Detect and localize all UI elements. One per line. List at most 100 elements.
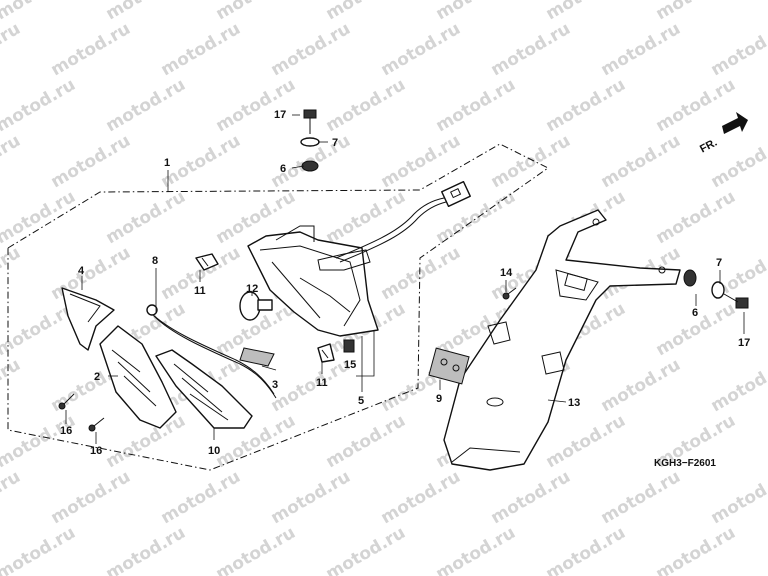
callout-15: 15 xyxy=(344,359,356,371)
watermark-text: motod.ru xyxy=(158,131,244,192)
left-side-cover-detail xyxy=(111,349,157,407)
watermark-text: motod.ru xyxy=(268,355,354,416)
callout-labels: 1 2 3 4 5 6 6 7 7 8 9 10 11 11 12 13 14 … xyxy=(60,109,750,457)
bolt-14 xyxy=(502,287,517,300)
callout-4: 4 xyxy=(78,265,85,277)
watermark-text: motod.ru xyxy=(598,131,684,192)
callout-16-upper: 16 xyxy=(60,425,72,437)
watermark-text: motod.ru xyxy=(0,75,79,136)
wire-harness xyxy=(335,180,471,263)
top-bolt-stack xyxy=(300,109,320,172)
callout-6-top: 6 xyxy=(280,163,286,175)
watermark-text: motod.ru xyxy=(378,19,464,80)
callout-16-lower: 16 xyxy=(90,445,102,457)
callout-5: 5 xyxy=(358,395,364,407)
watermark-text: motod.ru xyxy=(653,0,739,24)
watermark-text: motod.ru xyxy=(158,467,244,528)
callout-14: 14 xyxy=(500,267,513,279)
watermark-text: motod.ru xyxy=(268,19,354,80)
watermark-text: motod.ru xyxy=(543,75,629,136)
watermark-text: motod.ru xyxy=(0,523,79,576)
callout-leaders xyxy=(65,114,745,444)
watermark-text: motod.ru xyxy=(213,0,299,24)
watermark-text: motod.ru xyxy=(433,0,519,24)
watermark-text: motod.ru xyxy=(0,187,79,248)
watermark-text: motod.ru xyxy=(488,467,574,528)
diagram-code: KGH3−F2601 xyxy=(654,458,716,469)
callout-2: 2 xyxy=(94,371,100,383)
turn-signal-lens-detail xyxy=(69,293,101,323)
screw-16-upper xyxy=(58,393,75,410)
bulb-socket-wire-2 xyxy=(153,315,277,399)
watermark-text: motod.ru xyxy=(598,19,684,80)
watermark-text: motod.ru xyxy=(378,243,464,304)
watermark-text: motod.ru xyxy=(378,467,464,528)
watermark-text: motod.ru xyxy=(0,131,24,192)
callout-7-right: 7 xyxy=(716,257,722,269)
watermark-text: motod.ru xyxy=(0,19,24,80)
watermark-text: motod.ru xyxy=(0,467,24,528)
watermark-text: motod.ru xyxy=(598,355,684,416)
rear-fender-part xyxy=(443,209,681,471)
left-side-cover-part xyxy=(99,325,177,429)
callout-11-upper: 11 xyxy=(194,285,206,297)
watermark-text: motod.ru xyxy=(48,131,134,192)
watermark-text: motod.ru xyxy=(488,131,574,192)
front-direction-arrow: FR. xyxy=(698,112,748,156)
reflector-part xyxy=(239,347,275,367)
watermark-text: motod.ru xyxy=(48,467,134,528)
watermark-text: motod.ru xyxy=(213,523,299,576)
right-bolt-stack xyxy=(683,269,749,309)
watermark-text: motod.ru xyxy=(323,75,409,136)
watermark-text: motod.ru xyxy=(323,0,409,24)
watermark-text: motod.ru xyxy=(323,523,409,576)
callout-6-right: 6 xyxy=(692,307,698,319)
bulb-socket-part xyxy=(146,304,158,316)
watermark-text: motod.ru xyxy=(598,467,684,528)
screw-16-lower xyxy=(88,417,105,432)
watermark-text: motod.ru xyxy=(103,187,189,248)
turn-signal-lens-part xyxy=(61,287,115,351)
watermark-text: motod.ru xyxy=(158,19,244,80)
watermark-text: motod.ru xyxy=(653,523,739,576)
front-direction-label: FR. xyxy=(698,137,719,156)
watermark-text: motod.ru xyxy=(708,467,768,528)
watermark-text: motod.ru xyxy=(0,243,24,304)
callout-17-right: 17 xyxy=(738,337,750,349)
right-side-cover-detail xyxy=(173,363,229,421)
watermark-text: motod.ru xyxy=(378,131,464,192)
bulb-11-upper xyxy=(195,253,219,271)
watermark-text: motod.ru xyxy=(323,187,409,248)
watermark-text: motod.ru xyxy=(433,523,519,576)
watermark-text: motod.ru xyxy=(48,243,134,304)
callout-17-top: 17 xyxy=(274,109,286,121)
watermark-text: motod.ru xyxy=(103,75,189,136)
watermark-text: motod.ru xyxy=(48,19,134,80)
watermark-text: motod.ru xyxy=(653,187,739,248)
watermark-text: motod.ru xyxy=(708,355,768,416)
bulb-12 xyxy=(239,291,273,321)
license-light-part xyxy=(428,347,470,385)
watermark-text: motod.ru xyxy=(213,75,299,136)
watermark-text: motod.ru xyxy=(488,19,574,80)
watermark-text: motod.ru xyxy=(103,0,189,24)
callout-7-top: 7 xyxy=(332,137,338,149)
watermark-text: motod.ru xyxy=(543,523,629,576)
callout-10: 10 xyxy=(208,445,220,457)
callout-1: 1 xyxy=(164,157,170,169)
watermark-text: motod.ru xyxy=(543,0,629,24)
watermark-text: motod.ru xyxy=(103,523,189,576)
watermark-text: motod.ru xyxy=(543,411,629,472)
callout-11-lower: 11 xyxy=(316,377,328,389)
watermark-text: motod.ru xyxy=(268,467,354,528)
callout-3: 3 xyxy=(272,379,278,391)
callout-8: 8 xyxy=(152,255,158,267)
clip-part xyxy=(343,339,355,353)
watermark-text: motod.ru xyxy=(708,19,768,80)
watermark-text: motod.ru xyxy=(0,355,24,416)
assembly-boundary xyxy=(7,143,549,471)
bulb-socket-wire xyxy=(149,311,275,395)
